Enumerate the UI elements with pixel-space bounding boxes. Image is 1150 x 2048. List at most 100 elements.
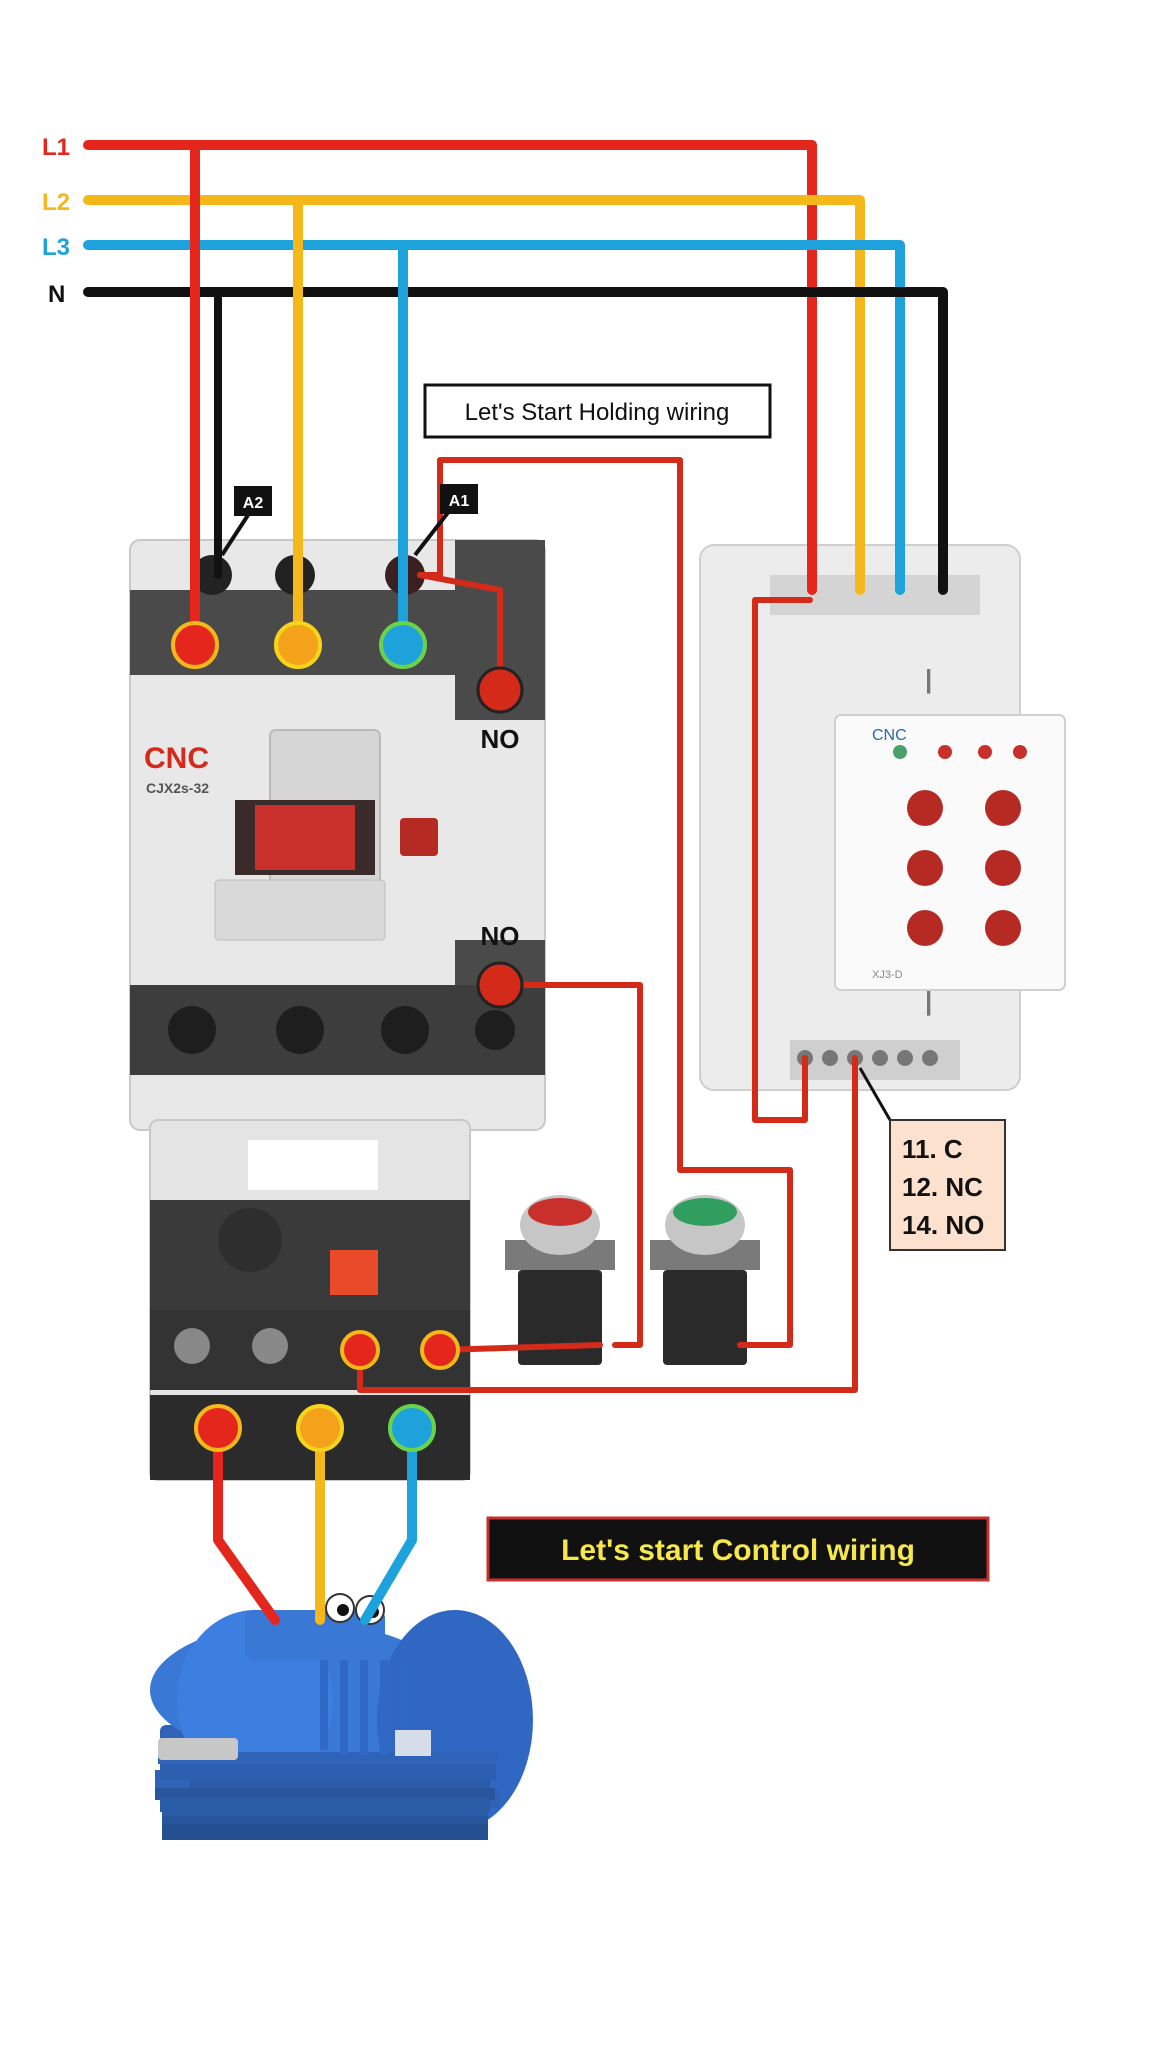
- motor-lower-skirt-2: [160, 1764, 496, 1776]
- l3-terminal: [379, 621, 427, 669]
- a1-tag: [440, 484, 478, 514]
- relay-terminal-6: [922, 1050, 938, 1066]
- relay-terminal-5: [897, 1050, 913, 1066]
- motor-shaft: [158, 1738, 238, 1760]
- motor-fin-5: [400, 1665, 408, 1755]
- start-push-button: [650, 1195, 760, 1365]
- motor: [150, 1593, 533, 1840]
- start-button-cap: [673, 1198, 737, 1226]
- overload-96-terminal: [420, 1330, 460, 1370]
- overload-label-plate: [248, 1140, 378, 1190]
- l2-label: L2: [42, 189, 70, 216]
- n-bus-wire: [83, 287, 948, 595]
- overload-mid-block: [150, 1200, 470, 1310]
- contactor-model: CJX2s-32: [146, 780, 209, 796]
- aux-no-bottom-terminal: [476, 961, 524, 1009]
- overload-t3-terminal: [388, 1404, 436, 1452]
- relay-knob-6: [985, 910, 1021, 946]
- a1-label: A1: [449, 493, 470, 510]
- a2-tag: [234, 486, 272, 516]
- motor-plinth: [155, 1788, 495, 1800]
- overload-95-terminal: [340, 1330, 380, 1370]
- holding-wire-a1: [417, 457, 793, 1348]
- holding-callout-box: [423, 383, 772, 439]
- contactor-indicator-lamp: [400, 818, 438, 856]
- aux-no-bottom-label: NO: [481, 921, 520, 951]
- aux-no-top-terminal: [476, 666, 524, 714]
- overload-screw-2: [252, 1328, 288, 1364]
- relay-knob-1: [907, 790, 943, 826]
- motor-plinth-edge: [160, 1798, 490, 1806]
- contactor-armature: [255, 805, 355, 870]
- bottom-terminal-2: [276, 1006, 324, 1054]
- aux-no-to-stop-wire: [497, 982, 643, 1348]
- a1-pointer: [413, 508, 452, 557]
- motor-plinth-floor-4: [162, 1836, 488, 1840]
- l2-terminal: [274, 621, 322, 669]
- l1-bus-wire: [83, 140, 817, 595]
- overload-reset-button: [330, 1250, 378, 1295]
- l1-terminal: [171, 621, 219, 669]
- contactor-brand: CNC: [144, 742, 209, 775]
- relay-knob-2: [985, 790, 1021, 826]
- a2-pointer: [220, 510, 252, 557]
- motor-plinth-floor-2: [162, 1828, 488, 1832]
- holding-callout-text: Let's Start Holding wiring: [465, 399, 730, 426]
- wiring: [83, 140, 948, 1625]
- relay-callout-pointer: [858, 1067, 892, 1121]
- relay-callout-box: [889, 1119, 1006, 1251]
- relay-led-2: [978, 745, 992, 759]
- overload-screw-1: [174, 1328, 210, 1364]
- relay-knob-5: [907, 910, 943, 946]
- line-labels: L1 L2 L3 N: [42, 134, 70, 308]
- relay-terminal-11-label: 11. C: [902, 1134, 963, 1164]
- relay-led-3: [1013, 745, 1027, 759]
- n-label: N: [48, 281, 65, 308]
- aux-no-top-label: NO: [481, 724, 520, 754]
- phase-relay: | | CNC XJ3-D: [699, 544, 1066, 1091]
- relay-terminal-12: [822, 1050, 838, 1066]
- motor-plinth-floor-3: [162, 1832, 488, 1836]
- holding-callout: Let's Start Holding wiring: [423, 383, 772, 439]
- l3-bus-wire: [83, 240, 905, 595]
- motor-nameplate: [395, 1730, 431, 1756]
- motor-fin-2: [340, 1660, 348, 1755]
- motor-plinth-rim: [160, 1806, 490, 1812]
- relay-knob-3: [907, 850, 943, 886]
- colored-terminals: [171, 621, 524, 1452]
- stop-button-contact-block: [518, 1270, 602, 1365]
- control-callout: Let's start Control wiring: [486, 1516, 990, 1582]
- motor-lead-w: [360, 1423, 417, 1625]
- l2-bus-wire: [83, 195, 865, 595]
- relay-terminal-14-label: 14. NO: [902, 1210, 984, 1240]
- l1-label: L1: [42, 134, 70, 161]
- motor-pupil-left: [337, 1604, 349, 1616]
- overload-to-stop-wire: [437, 1342, 603, 1353]
- bottom-terminal-1: [168, 1006, 216, 1054]
- contactor: CNC CJX2s-32: [129, 539, 546, 1131]
- motor-terminal-box: [245, 1610, 385, 1660]
- motor-lower-skirt-3: [160, 1776, 496, 1780]
- stop-button-cap: [528, 1198, 592, 1226]
- motor-plinth-base: [162, 1820, 488, 1824]
- control-callout-box: [486, 1516, 990, 1582]
- relay-terminal-callout: 11. C 12. NC 14. NO: [858, 1067, 1006, 1251]
- a2-label: A2: [243, 495, 264, 512]
- control-callout-text: Let's start Control wiring: [561, 1534, 915, 1567]
- relay-knob-4: [985, 850, 1021, 886]
- overload-t1-terminal: [194, 1404, 242, 1452]
- stop-push-button: [505, 1195, 615, 1365]
- overload-current-dial: [218, 1208, 282, 1272]
- start-button-contact-block: [663, 1270, 747, 1365]
- overload-t2-terminal: [296, 1404, 344, 1452]
- motor-fin-3: [360, 1660, 368, 1755]
- relay-model: XJ3-D: [872, 969, 903, 981]
- relay-terminal-4: [872, 1050, 888, 1066]
- bottom-terminal-3: [381, 1006, 429, 1054]
- coil-callouts: A2 A1: [220, 484, 478, 557]
- a1-to-aux-no-wire: [417, 572, 503, 693]
- l3-label: L3: [42, 234, 70, 261]
- contactor-cover-plate: [214, 879, 386, 941]
